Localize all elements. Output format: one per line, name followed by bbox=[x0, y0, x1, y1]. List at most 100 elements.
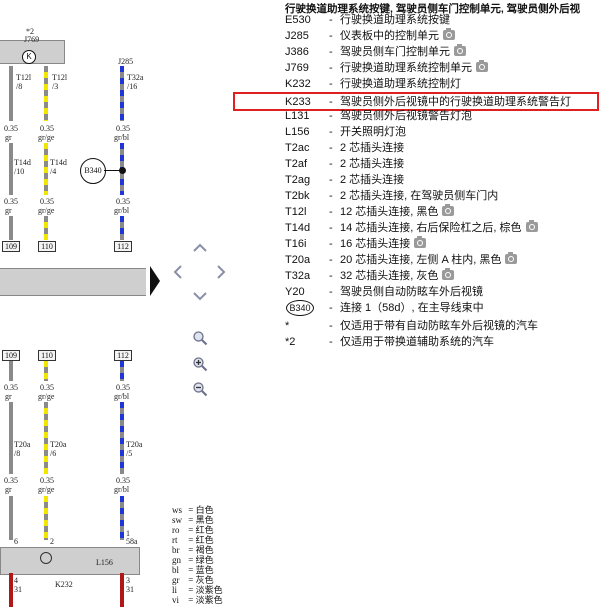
wire-2-size-a: 0.35 bbox=[40, 124, 54, 133]
color-name: 淡紫色 bbox=[195, 585, 223, 595]
wire-3-color-a: gr/bl bbox=[114, 133, 130, 142]
wire-3-color-c: gr/bl bbox=[114, 392, 130, 401]
t32a-label: T32a/16 bbox=[127, 73, 144, 91]
wire-1-mid bbox=[9, 143, 13, 195]
ref-112-top[interactable]: 112 bbox=[114, 241, 132, 252]
legend-code: T32a bbox=[285, 270, 311, 282]
wire-1-lower-b bbox=[9, 402, 13, 474]
k-symbol-icon: K bbox=[22, 50, 36, 64]
color-name: 绿色 bbox=[195, 555, 214, 565]
wire-2-size-b: 0.35 bbox=[40, 197, 54, 206]
wire-1-lower-a bbox=[9, 361, 13, 381]
color-name: 淡紫色 bbox=[195, 595, 223, 605]
color-name: 黑色 bbox=[195, 515, 214, 525]
legend-description: 仅适用于带换道辅助系统的汽车 bbox=[340, 336, 494, 348]
legend-code: * bbox=[285, 320, 290, 332]
camera-icon[interactable] bbox=[454, 44, 466, 56]
ref-109-top[interactable]: 109 bbox=[2, 241, 20, 252]
legend-description: 2 芯插头连接, 在驾驶员侧车门内 bbox=[340, 190, 499, 202]
color-abbr: ro bbox=[172, 525, 180, 535]
legend-description: 驾驶员侧外后视镜中的行驶换道助理系统警告灯 bbox=[340, 96, 571, 108]
legend-description: 仅适用于带有自动防眩车外后视镜的汽车 bbox=[340, 320, 538, 332]
wire-2-size-c: 0.35 bbox=[40, 383, 54, 392]
highlight-box bbox=[233, 92, 599, 111]
pan-right-icon[interactable] bbox=[213, 264, 229, 280]
wire-2-bottom bbox=[44, 216, 48, 240]
camera-icon[interactable] bbox=[442, 268, 455, 280]
legend-dash: - bbox=[329, 270, 333, 282]
wire-3-size-c: 0.35 bbox=[116, 383, 130, 392]
legend-description: 2 芯插头连接 bbox=[340, 174, 405, 186]
wire-2-lower-b bbox=[44, 402, 48, 474]
ref-112-bottom[interactable]: 112 bbox=[114, 350, 132, 361]
color-name: 红色 bbox=[195, 535, 214, 545]
legend-dash: - bbox=[329, 238, 333, 250]
camera-icon[interactable] bbox=[505, 252, 518, 264]
legend-code: T12l bbox=[285, 206, 307, 218]
camera-icon[interactable] bbox=[443, 28, 455, 40]
legend-dash: - bbox=[329, 206, 333, 218]
wire-2-color-a: gr/ge bbox=[38, 133, 55, 142]
ref-110-top[interactable]: 110 bbox=[38, 241, 56, 252]
legend-code: T16i bbox=[285, 238, 307, 250]
legend-dash: - bbox=[329, 14, 333, 26]
color-name: 白色 bbox=[195, 505, 214, 515]
color-abbr: gn bbox=[172, 555, 181, 565]
legend-description: 驾驶员侧外后视镜警告灯泡 bbox=[340, 110, 472, 122]
legend-dash: - bbox=[329, 286, 333, 298]
k232-component-box bbox=[0, 547, 140, 575]
wire-3-top bbox=[120, 66, 124, 121]
wire-2-color-b: gr/ge bbox=[38, 206, 55, 215]
legend-dash: - bbox=[329, 174, 333, 186]
ref-110-bottom[interactable]: 110 bbox=[38, 350, 56, 361]
zoom-fit-icon[interactable] bbox=[192, 330, 208, 346]
label-j285: J285 bbox=[118, 57, 134, 66]
legend-description: 20 芯插头连接, 左侧 A 柱内, 黑色 bbox=[340, 252, 518, 268]
wire-2-size-d: 0.35 bbox=[40, 476, 54, 485]
camera-icon[interactable] bbox=[476, 60, 488, 72]
legend-description: 14 芯插头连接, 右后保险杠之后, 棕色 bbox=[340, 220, 538, 236]
color-abbr: br bbox=[172, 545, 180, 555]
wire-red-1 bbox=[9, 573, 13, 607]
legend-description: 2 芯插头连接 bbox=[340, 158, 405, 170]
color-name: 褐色 bbox=[195, 545, 214, 555]
pan-up-icon[interactable] bbox=[192, 240, 208, 256]
zoom-out-icon[interactable] bbox=[192, 381, 208, 397]
camera-icon[interactable] bbox=[525, 220, 538, 232]
legend-code: T2ag bbox=[285, 174, 311, 186]
lamp-symbol-icon bbox=[40, 552, 52, 564]
wire-3-color-b: gr/bl bbox=[114, 206, 130, 215]
ref-109-bottom[interactable]: 109 bbox=[2, 350, 20, 361]
legend-dash: - bbox=[329, 222, 333, 234]
wire-1-lower-c bbox=[9, 496, 13, 540]
legend-description: 32 芯插头连接, 灰色 bbox=[340, 268, 455, 284]
wire-2-lower-c bbox=[44, 496, 48, 540]
legend-description: 12 芯插头连接, 黑色 bbox=[340, 204, 455, 220]
legend-dash: - bbox=[329, 46, 333, 58]
color-code-row: gn = 绿色 bbox=[172, 555, 214, 565]
wire-3-lower-b bbox=[120, 402, 124, 474]
b340-label: B340 bbox=[84, 166, 102, 175]
legend-code: B340 bbox=[286, 300, 314, 316]
legend-code: Y20 bbox=[285, 286, 305, 298]
color-name: 蓝色 bbox=[195, 565, 214, 575]
camera-icon[interactable] bbox=[414, 236, 427, 248]
junction-dot-icon bbox=[119, 167, 126, 174]
wire-3-lower-c bbox=[120, 496, 124, 540]
wire-red-2 bbox=[120, 573, 124, 607]
color-abbr: rt bbox=[172, 535, 178, 545]
legend-description: 行驶换道助理系统控制单元 bbox=[340, 60, 488, 76]
right-arrow-icon[interactable] bbox=[150, 266, 160, 296]
pan-down-icon[interactable] bbox=[192, 288, 208, 304]
color-abbr: vi bbox=[172, 595, 180, 605]
legend-dash: - bbox=[329, 254, 333, 266]
b340-connector-icon: B340 bbox=[80, 158, 106, 184]
pan-left-icon[interactable] bbox=[170, 264, 186, 280]
wire-3-lower-a bbox=[120, 361, 124, 381]
camera-icon[interactable] bbox=[442, 204, 455, 216]
legend-code: L131 bbox=[285, 110, 310, 122]
zoom-in-icon[interactable] bbox=[192, 356, 208, 372]
color-abbr: li bbox=[172, 585, 178, 595]
